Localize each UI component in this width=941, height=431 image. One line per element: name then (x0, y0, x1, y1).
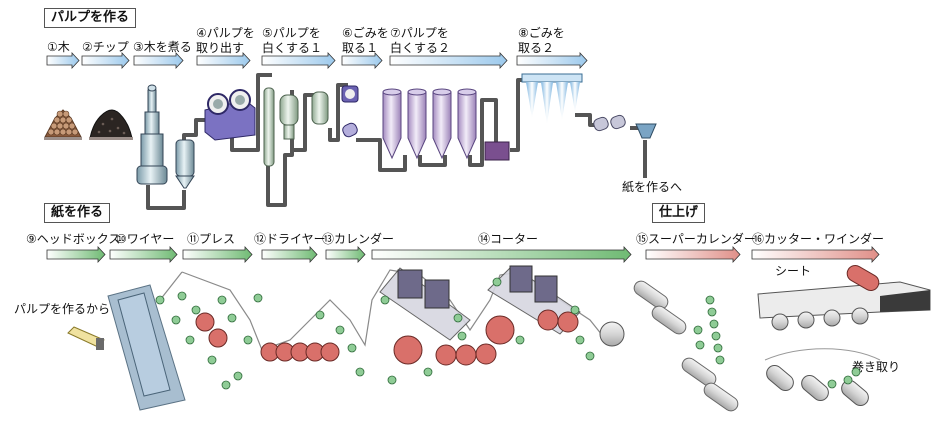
paper-step-arrows (46, 245, 880, 264)
pulp-washer (204, 89, 256, 141)
press-section (195, 312, 228, 348)
step-label-bleach1: ⑤パルプを白くする１ (262, 26, 323, 55)
step-label-wire: ⑩ワイヤー (116, 232, 175, 246)
cleaner-2 (521, 73, 657, 139)
green-guide-rollers (155, 277, 595, 390)
wood-chip-pile (89, 109, 133, 140)
bleach-tower-2 (382, 88, 510, 161)
bleach-tower-1 (263, 87, 329, 167)
wood-log-pile (44, 109, 82, 140)
step-label-cutter-winder: ⑯カッター・ワインダー (752, 232, 885, 246)
step-label-extract: ④パルプを取り出す (196, 26, 255, 55)
sheet-label: シート (775, 264, 812, 278)
step-label-bleach2: ⑦パルプを白くする２ (390, 26, 451, 55)
to-paper-label: 紙を作るへ (622, 180, 683, 194)
pulp-pipeline (146, 73, 647, 210)
step-label-headbox: ⑨ヘッドボックス (26, 232, 121, 246)
dryer-section (260, 342, 340, 362)
cleaner-1 (341, 85, 359, 138)
headbox (67, 326, 105, 350)
wire-section (107, 284, 186, 411)
step-label-coater: ⑭コーター (478, 232, 539, 246)
super-calender (633, 280, 739, 412)
winding-label: 巻き取り (852, 360, 901, 374)
cutter-winder (757, 265, 931, 406)
pulp-step-arrows (46, 51, 588, 70)
step-label-chip: ②チップ (82, 40, 129, 54)
coater-section (379, 265, 625, 366)
pulp-in-label: パルプを作るから (14, 302, 111, 316)
step-label-press: ⑪プレス (187, 232, 236, 246)
section-pulp-label: パルプを作る (44, 8, 137, 28)
step-label-cook: ③木を煮る (133, 40, 192, 54)
step-label-super-calender: ⑮スーパーカレンダー (636, 232, 756, 246)
step-label-wood: ①木 (47, 40, 70, 54)
step-label-calender: ⑬カレンダー (322, 232, 395, 246)
digester-tower (136, 84, 195, 189)
section-finish-label: 仕上げ (652, 203, 706, 223)
step-label-clean1: ⑥ごみを取る１ (342, 26, 389, 55)
step-label-clean2: ⑧ごみを取る２ (518, 26, 565, 55)
section-paper-label: 紙を作る (44, 203, 111, 223)
step-label-dryer: ⑫ドライヤー (254, 232, 326, 246)
